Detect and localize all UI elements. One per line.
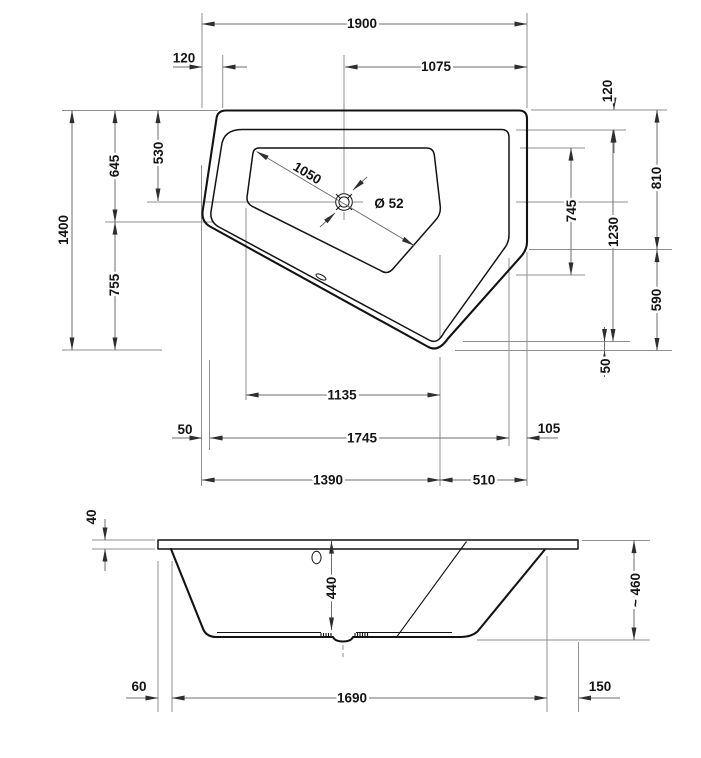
dim-label-530: 530 bbox=[151, 142, 166, 165]
dim-label-rim-thickness: 40 bbox=[84, 509, 99, 524]
dim-label-755: 755 bbox=[107, 273, 122, 296]
dim-label-basin-diagonal: 1050 bbox=[291, 159, 324, 187]
side-tub-outline bbox=[157, 539, 579, 643]
tub-basin-edge bbox=[246, 147, 442, 274]
dim-label-105: 105 bbox=[538, 421, 561, 436]
dim-label-1135: 1135 bbox=[327, 388, 357, 403]
dim-label-overall-height: ~ 460 bbox=[628, 573, 643, 607]
side-extension-lines bbox=[92, 539, 650, 712]
dim-label-645: 645 bbox=[107, 154, 122, 177]
dim-label-1745: 1745 bbox=[347, 431, 378, 446]
overflow-outlet-side bbox=[311, 550, 322, 565]
side-view: 40 440 ~ 460 60 1690 150 bbox=[82, 507, 650, 712]
dim-label-overall-depth: 1400 bbox=[56, 215, 71, 245]
dim-label-overall-width: 1900 bbox=[347, 16, 377, 31]
dim-label-base-length: 1690 bbox=[337, 691, 367, 706]
tub-far-wall-edge bbox=[396, 541, 467, 637]
dim-label-590: 590 bbox=[649, 289, 664, 312]
tub-rim-profile bbox=[157, 539, 579, 550]
drain-leader-line bbox=[319, 212, 336, 228]
plan-dimensions: 1900 120 1075 1400 645 530 755 1050 Ø 52… bbox=[54, 14, 667, 491]
dim-label-745: 745 bbox=[564, 199, 579, 222]
dim-label-inner-depth: 440 bbox=[324, 577, 339, 600]
dim-label-drain-to-right: 1075 bbox=[421, 59, 452, 74]
tub-outer-edge bbox=[201, 109, 529, 350]
dim-label-rim-width-right: 120 bbox=[600, 80, 615, 103]
overflow-outlet-plan bbox=[315, 273, 327, 281]
dim-label-rim-width-left: 50 bbox=[177, 422, 192, 437]
tub-rim-inner-edge bbox=[210, 128, 510, 343]
plan-tub-outline bbox=[201, 109, 529, 350]
dimension-line bbox=[256, 151, 415, 246]
drain-leader-line bbox=[352, 176, 368, 191]
dim-label-drain-diameter: Ø 52 bbox=[374, 196, 403, 211]
dim-label-rim-width-bottom: 50 bbox=[598, 358, 613, 373]
dim-label-510: 510 bbox=[473, 473, 496, 488]
drain-hatch-marks bbox=[320, 633, 369, 637]
dim-label-right-overhang: 150 bbox=[589, 679, 612, 694]
dim-label-left-overhang: 60 bbox=[131, 679, 146, 694]
plan-view: 1900 120 1075 1400 645 530 755 1050 Ø 52… bbox=[54, 13, 672, 491]
dim-label-1230: 1230 bbox=[606, 217, 621, 247]
dim-label-810: 810 bbox=[649, 167, 664, 190]
tub-body-profile bbox=[169, 547, 546, 643]
side-dimensions: 40 440 ~ 460 60 1690 150 bbox=[82, 507, 646, 708]
dim-label-1390: 1390 bbox=[313, 473, 343, 488]
dim-label-corner-offset-top: 120 bbox=[173, 51, 196, 66]
plan-extension-lines bbox=[62, 13, 672, 486]
